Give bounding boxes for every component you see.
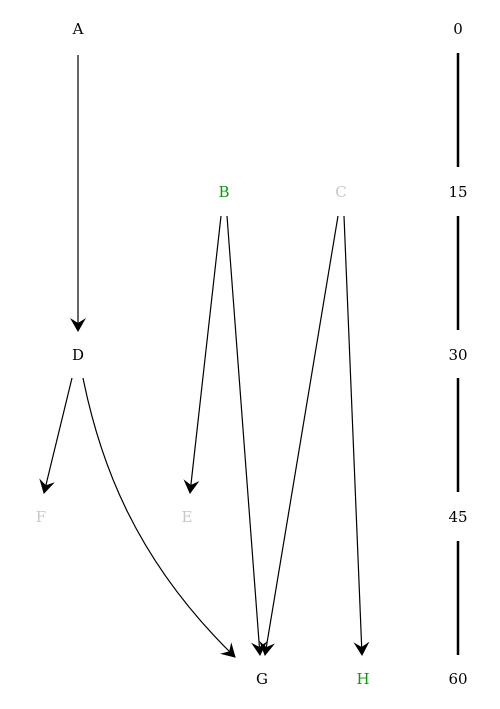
node-b: B: [218, 183, 229, 201]
edge-c-h: [343, 215, 370, 656]
time-scale: 0 15 30 45 60: [448, 20, 467, 688]
scale-tick-label: 30: [448, 346, 467, 364]
node-h: H: [356, 670, 369, 688]
scale-tick-label: 15: [448, 183, 467, 201]
edge-d-f: [39, 377, 73, 494]
edge-b-g: [226, 215, 268, 656]
edge-d-g: [82, 377, 236, 658]
node-c: C: [335, 183, 346, 201]
scale-tick-label: 60: [448, 670, 467, 688]
node-f: F: [36, 508, 46, 526]
node-e: E: [182, 508, 193, 526]
node-d: D: [72, 346, 84, 364]
scale-tick-label: 0: [453, 20, 463, 38]
edge-c-g: [259, 215, 339, 656]
node-a: A: [72, 20, 84, 38]
nodes: A B C D E F G H: [36, 20, 370, 688]
node-g: G: [256, 670, 268, 688]
edge-b-e: [183, 215, 222, 494]
edges: [39, 55, 370, 658]
scale-tick-label: 45: [448, 508, 467, 526]
